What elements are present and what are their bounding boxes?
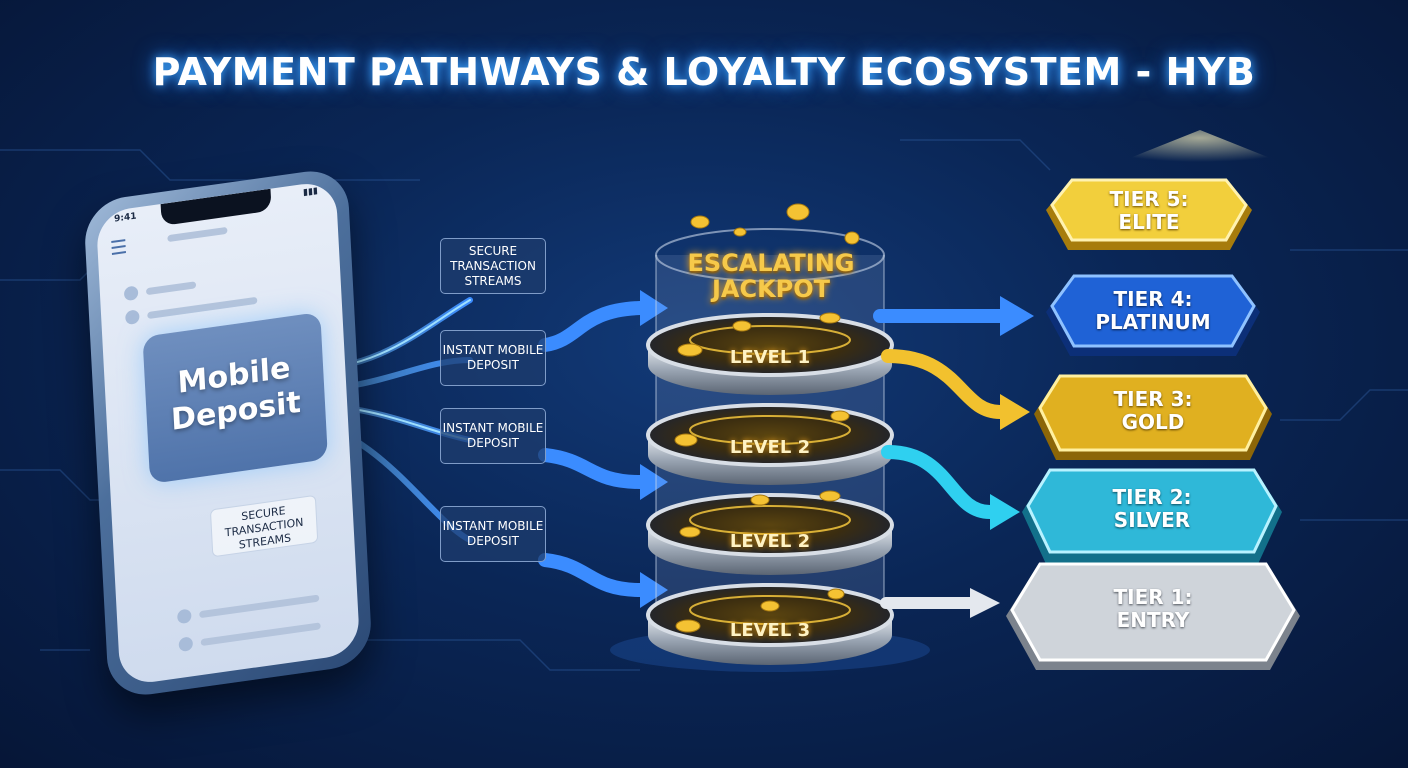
placeholder-avatar xyxy=(178,636,194,653)
tier-2-plate xyxy=(1022,468,1282,564)
arrow-icon xyxy=(640,572,668,608)
menu-icon[interactable] xyxy=(111,239,126,255)
arrow-icon xyxy=(1000,296,1034,336)
level-disk-1 xyxy=(646,313,894,395)
tier-3-sub: GOLD xyxy=(1121,410,1185,434)
level-label-1: LEVEL 1 xyxy=(729,347,811,368)
signal-icon: ▮▮▮ xyxy=(302,186,319,199)
level-disk-4 xyxy=(646,583,894,665)
tier-5-plate xyxy=(1046,178,1252,250)
level-label-2: LEVEL 2 xyxy=(729,437,811,458)
level-disk-3 xyxy=(646,493,894,575)
arrow-icon xyxy=(640,464,668,500)
stream-label-instant-1: INSTANT MOBILE DEPOSIT xyxy=(440,330,546,386)
placeholder-line xyxy=(147,296,258,320)
jackpot-stack xyxy=(610,203,930,672)
tier-3-name: TIER 3: xyxy=(1113,387,1193,411)
arrow-icon xyxy=(640,290,668,326)
tier-4-plate xyxy=(1046,274,1260,356)
tier-1-sub: ENTRY xyxy=(1116,608,1190,632)
placeholder-avatar xyxy=(123,285,139,302)
arrows-to-tiers xyxy=(873,296,1034,618)
tier-5-label: TIER 5: ELITE xyxy=(1052,188,1246,234)
tier-4-name: TIER 4: xyxy=(1113,287,1193,311)
phone-notch xyxy=(160,188,272,226)
tier-3-plate xyxy=(1034,374,1272,460)
tier-5-name: TIER 5: xyxy=(1109,187,1189,211)
placeholder-avatar xyxy=(125,309,140,326)
tier-4-label: TIER 4: PLATINUM xyxy=(1052,288,1254,334)
tier-1-label: TIER 1: ENTRY xyxy=(1012,586,1294,632)
tier-1-plate xyxy=(1006,562,1300,670)
placeholder-avatar xyxy=(176,608,192,625)
tier-5-sub: ELITE xyxy=(1118,210,1180,234)
arrow-icon xyxy=(970,588,1000,618)
tier-2-label: TIER 2: SILVER xyxy=(1028,486,1276,532)
page-title: PAYMENT PATHWAYS & LOYALTY ECOSYSTEM - H… xyxy=(152,50,1256,94)
tier-plates xyxy=(1006,130,1300,670)
stream-label-secure: SECURE TRANSACTION STREAMS xyxy=(440,238,546,294)
stream-label-instant-3: INSTANT MOBILE DEPOSIT xyxy=(440,506,546,562)
tier-4-sub: PLATINUM xyxy=(1095,310,1211,334)
level-label-4: LEVEL 3 xyxy=(729,620,811,641)
stream-label-instant-2: INSTANT MOBILE DEPOSIT xyxy=(440,408,546,464)
placeholder-line xyxy=(200,622,321,647)
deposit-card-text: Mobile Deposit xyxy=(170,350,302,438)
coin-icon xyxy=(674,203,860,633)
arrow-icon xyxy=(990,494,1020,530)
phone-stream-label: SECURE TRANSACTION STREAMS xyxy=(209,494,319,558)
placeholder-line xyxy=(145,281,197,296)
tier-1-name: TIER 1: xyxy=(1113,585,1193,609)
jackpot-title: ESCALATING JACKPOT xyxy=(687,249,855,303)
phone-device: 9:41 ▮▮▮ Mobile Deposit SECURE TRANSACTI… xyxy=(83,166,373,700)
tier-3-label: TIER 3: GOLD xyxy=(1040,388,1266,434)
placeholder-line xyxy=(199,594,320,619)
placeholder-line xyxy=(167,226,228,243)
tier-2-name: TIER 2: xyxy=(1112,485,1192,509)
level-disk-2 xyxy=(646,403,894,485)
phone-screen: 9:41 ▮▮▮ Mobile Deposit SECURE TRANSACTI… xyxy=(95,179,361,687)
level-label-3: LEVEL 2 xyxy=(729,531,811,552)
arrow-icon xyxy=(1000,394,1030,430)
mobile-deposit-card[interactable]: Mobile Deposit xyxy=(142,311,328,484)
tier-2-sub: SILVER xyxy=(1113,508,1191,532)
status-time: 9:41 xyxy=(113,211,137,225)
arrows-to-jackpot xyxy=(538,290,668,608)
